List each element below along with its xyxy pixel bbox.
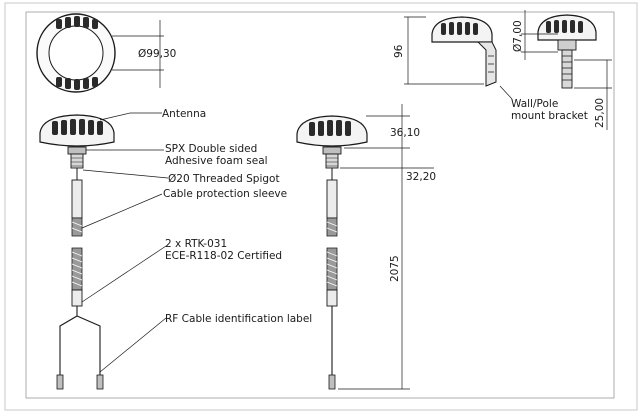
bracket-label-line1: Wall/Pole bbox=[511, 98, 558, 110]
antenna-assembly-left bbox=[39, 114, 115, 390]
antenna-bracket-side-view bbox=[431, 16, 497, 87]
sleeve-leader bbox=[81, 193, 163, 229]
cert-callout-line2: ECE-R118-02 Certified bbox=[165, 250, 282, 262]
diameter-7-label: Ø7,00 bbox=[512, 20, 524, 52]
bracket-leader bbox=[499, 85, 513, 100]
cert-leader bbox=[81, 245, 167, 303]
antenna-assembly-center bbox=[296, 115, 368, 390]
antenna-leader bbox=[99, 112, 131, 121]
dim-25-label: 25,00 bbox=[594, 98, 606, 128]
seal-callout-line2: Adhesive foam seal bbox=[165, 155, 268, 167]
top-diameter-label: Ø99,30 bbox=[138, 48, 176, 60]
dim-32-label: 32,20 bbox=[406, 171, 436, 183]
antenna-mount-side-view bbox=[537, 14, 597, 89]
drawing-border bbox=[4, 2, 638, 411]
antenna-top-view bbox=[36, 13, 116, 93]
rf-label-callout: RF Cable identification label bbox=[165, 313, 312, 325]
antenna-callout: Antenna bbox=[162, 108, 206, 120]
cert-callout-line1: 2 x RTK-031 bbox=[165, 238, 227, 250]
spigot-callout: Ø20 Threaded Spigot bbox=[168, 173, 280, 185]
drawing-inner-border bbox=[25, 11, 615, 399]
sleeve-callout: Cable protection sleeve bbox=[163, 188, 287, 200]
dim-36-label: 36,10 bbox=[390, 127, 420, 139]
length-label: 2075 bbox=[389, 255, 401, 282]
seal-callout-line1: SPX Double sided bbox=[165, 143, 257, 155]
rf-label-leader bbox=[99, 317, 167, 373]
bracket-label-line2: mount bracket bbox=[511, 110, 588, 122]
height-96-label: 96 bbox=[393, 44, 405, 58]
spigot-leader bbox=[82, 169, 169, 179]
